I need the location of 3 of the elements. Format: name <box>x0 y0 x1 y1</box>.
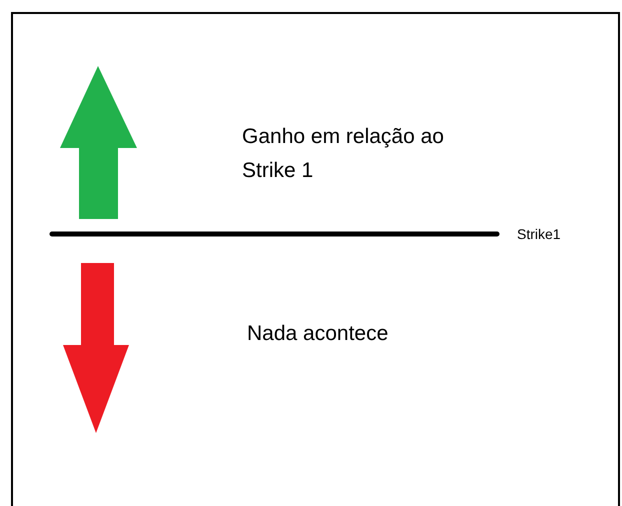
line-label: Strike1 <box>517 225 561 243</box>
annotation-text: Nada acontece <box>247 321 388 347</box>
annotation-text: Ganho em relação ao Strike 1 <box>242 124 445 184</box>
